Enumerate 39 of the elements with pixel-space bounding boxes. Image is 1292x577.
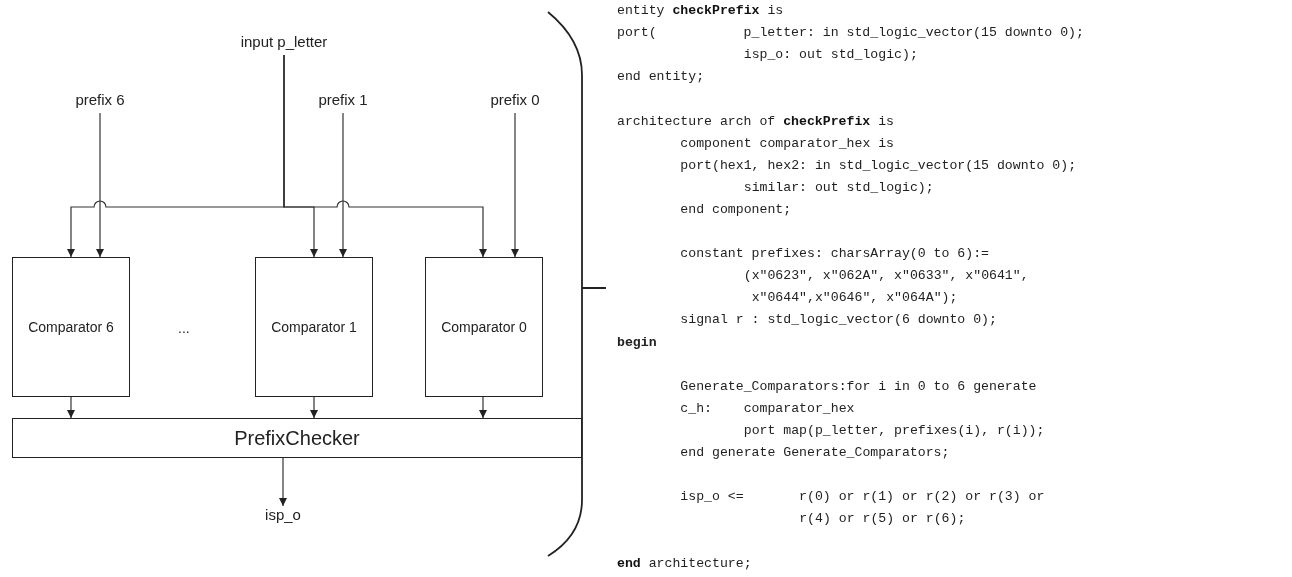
signal-label: input p_letter xyxy=(240,33,328,51)
ellipsis: ... xyxy=(178,320,190,336)
code-line: begin xyxy=(617,333,657,352)
code-line: architecture arch of checkPrefix is xyxy=(617,112,894,131)
arrow xyxy=(310,396,318,419)
arrow xyxy=(279,457,287,507)
code-line: component comparator_hex is xyxy=(680,134,895,153)
code-line: end generate Generate_Comparators; xyxy=(680,444,950,462)
block: Comparator 1 xyxy=(255,257,373,397)
arrow xyxy=(67,396,75,419)
code-line: end entity; xyxy=(617,68,705,87)
code-line: c_h: comparator_hex xyxy=(680,399,855,418)
block: Comparator 0 xyxy=(425,257,543,397)
arrow xyxy=(479,396,487,419)
arrow xyxy=(96,112,104,258)
code-line: port( p_letter: in std_logic_vector(15 downto 0); xyxy=(617,24,1084,43)
code-line: x"0644",x"0646", x"064A"); xyxy=(751,289,958,308)
code-line: entity checkPrefix is xyxy=(617,2,784,20)
block: PrefixChecker xyxy=(12,418,582,458)
code-line: constant prefixes: charsArray(0 to 6):= xyxy=(680,245,989,264)
code-line: similar: out std_logic); xyxy=(743,178,934,197)
block: Comparator 6 xyxy=(12,257,130,397)
signal-label: prefix 6 xyxy=(75,91,125,109)
arrow xyxy=(511,112,519,258)
code-line: isp_o <= r(0) or r(1) or r(2) or r(3) or xyxy=(680,488,1045,507)
code-line: port map(p_letter, prefixes(i), r(i)); xyxy=(743,421,1045,440)
arrow xyxy=(339,112,347,258)
code-line: isp_o: out std_logic); xyxy=(743,46,918,65)
code-line: Generate_Comparators:for i in 0 to 6 generate xyxy=(680,377,1037,396)
code-line: end component; xyxy=(680,200,792,219)
signal-label: prefix 1 xyxy=(318,91,368,109)
code-line: r(4) or r(5) or r(6); xyxy=(799,510,966,529)
signal-label: isp_o xyxy=(265,506,301,524)
signal-label: prefix 0 xyxy=(490,91,540,109)
code-line: end architecture; xyxy=(617,554,752,573)
code-line: signal r : std_logic_vector(6 downto 0); xyxy=(680,311,997,330)
arrow xyxy=(283,54,487,258)
code-line: (x"0623", x"062A", x"0633", x"0641", xyxy=(743,267,1029,286)
code-line: port(hex1, hex2: in std_logic_vector(15 downto 0); xyxy=(680,156,1077,175)
